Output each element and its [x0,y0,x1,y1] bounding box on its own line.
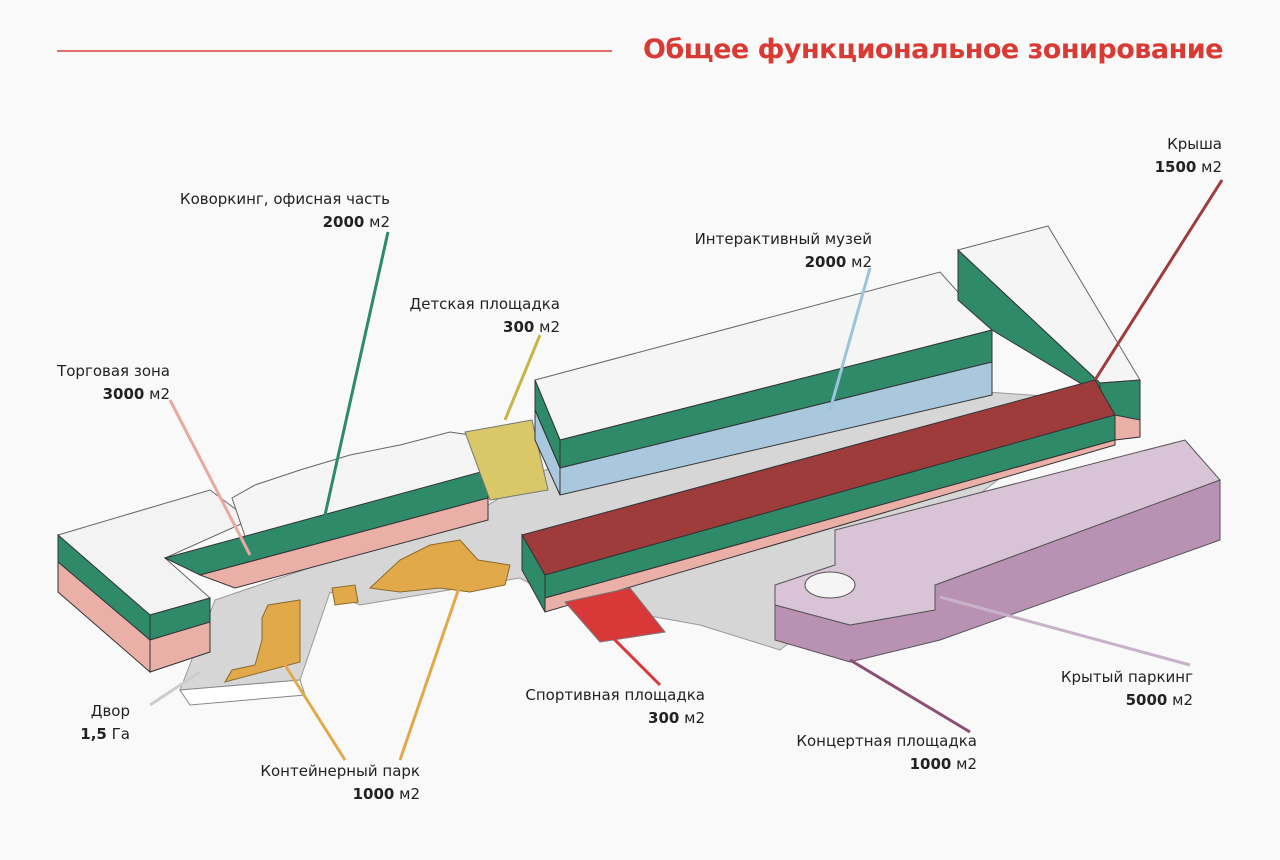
leader-roof [1093,179,1224,381]
kids-playground [464,419,549,501]
title-rule [57,50,612,52]
leader-containers-2 [398,584,462,761]
page-title: Общее функциональное зонирование [642,34,1224,65]
leader-coworking [323,231,390,516]
leader-trade [168,399,252,556]
museum-facade-blue [559,361,993,496]
leader-yard [149,670,201,707]
leader-parking [939,595,1191,667]
leader-sports [598,623,662,687]
tall-building-side [957,248,1101,396]
containers-stack [368,539,511,593]
parking-roof [774,439,1221,626]
red-block-left [521,533,546,613]
leader-containers-1 [283,664,347,761]
leader-museum [828,267,872,411]
container-stairs [223,599,301,683]
leader-concert [849,658,971,734]
leader-kids [503,334,542,421]
parking-ramp-hole [804,571,856,599]
red-block-facade-pink [544,414,1141,613]
container-single [331,584,359,606]
sports-ground [564,587,666,643]
row-facade-pink [198,497,489,589]
left-building-side-pink [149,621,211,673]
